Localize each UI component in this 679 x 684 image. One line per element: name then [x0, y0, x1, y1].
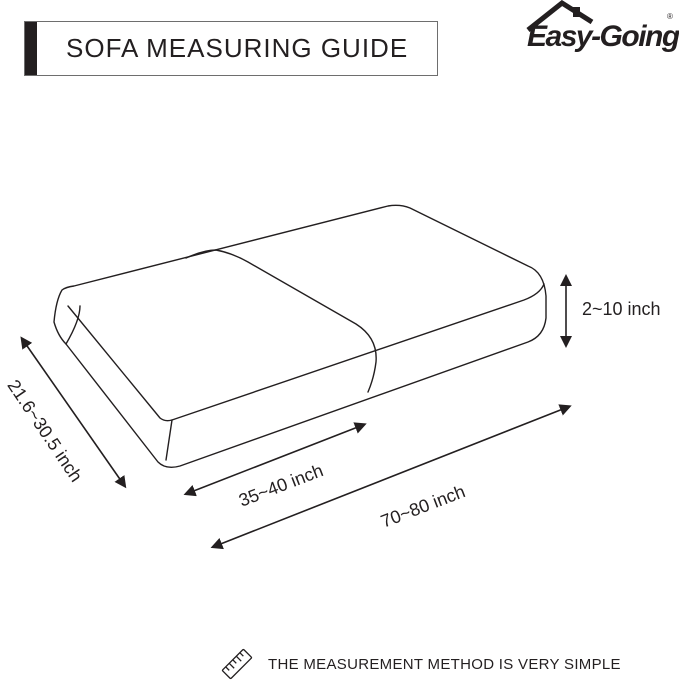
cushion-outer-edge — [53, 204, 547, 469]
brand-name: Easy-Going — [527, 20, 679, 53]
registered-mark: ® — [667, 12, 673, 21]
brand-logo: Easy-Going ® — [526, 0, 679, 72]
height-label: 2~10 inch — [582, 299, 661, 319]
page-title: SOFA MEASURING GUIDE — [66, 33, 409, 63]
cushion-seam — [185, 249, 377, 393]
title-box: SOFA MEASURING GUIDE — [24, 21, 438, 76]
title-accent-bar — [25, 22, 37, 75]
footer: THE MEASUREMENT METHOD IS VERY SIMPLE — [220, 646, 621, 682]
total-length-arrow — [210, 404, 572, 550]
cushion-front-bottom-edge — [165, 419, 173, 461]
ruler-icon — [221, 648, 253, 680]
sofa-cushion-outline — [53, 204, 547, 469]
house-icon — [526, 0, 594, 32]
depth-arrow — [20, 336, 127, 489]
footer-text: THE MEASUREMENT METHOD IS VERY SIMPLE — [268, 655, 621, 673]
cushion-top-front-edge — [67, 283, 545, 422]
